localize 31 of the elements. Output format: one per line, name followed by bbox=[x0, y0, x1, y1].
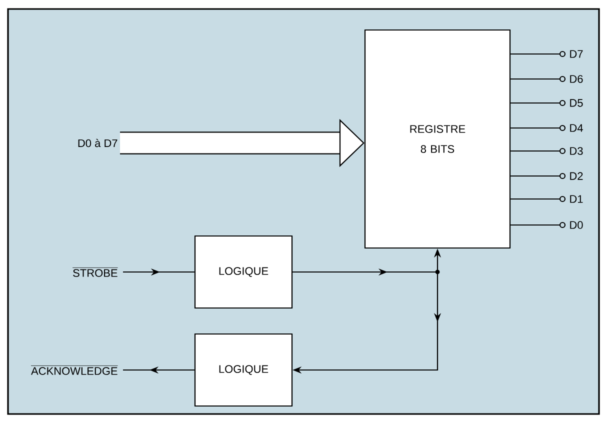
output-terminal: D1 bbox=[559, 195, 583, 203]
output-terminal: D7 bbox=[559, 50, 583, 58]
signal-label: ACKNOWLEDGE bbox=[30, 366, 118, 375]
output-line bbox=[510, 102, 560, 104]
bus-label: D0 à D7 bbox=[78, 138, 118, 148]
logic-box: LOGIQUE bbox=[194, 333, 293, 407]
logic-box: LOGIQUE bbox=[194, 235, 293, 309]
output-terminal: D3 bbox=[559, 147, 583, 155]
register-box: REGISTRE 8 BITS bbox=[364, 29, 511, 249]
output-line bbox=[510, 150, 560, 152]
node-label: D3 bbox=[570, 147, 583, 155]
output-terminal: D4 bbox=[559, 124, 583, 132]
output-line bbox=[510, 53, 560, 55]
output-line bbox=[510, 175, 560, 177]
output-line bbox=[510, 198, 560, 200]
output-terminal: D5 bbox=[559, 99, 583, 107]
output-line bbox=[510, 78, 560, 80]
output-terminal: D6 bbox=[559, 75, 583, 83]
node-label: D7 bbox=[570, 50, 583, 58]
node-label: D1 bbox=[570, 195, 583, 203]
node-label: D4 bbox=[570, 124, 583, 132]
node-label: D5 bbox=[570, 99, 583, 107]
output-line bbox=[510, 224, 560, 226]
signal-arrow bbox=[292, 271, 442, 374]
signal-label: STROBE bbox=[72, 268, 118, 277]
node-label: D2 bbox=[570, 172, 583, 180]
output-line bbox=[510, 127, 560, 129]
output-terminal: D2 bbox=[559, 172, 583, 180]
output-terminal: D0 bbox=[559, 221, 583, 229]
node-label: D0 bbox=[570, 221, 583, 229]
node-label: D6 bbox=[570, 75, 583, 83]
